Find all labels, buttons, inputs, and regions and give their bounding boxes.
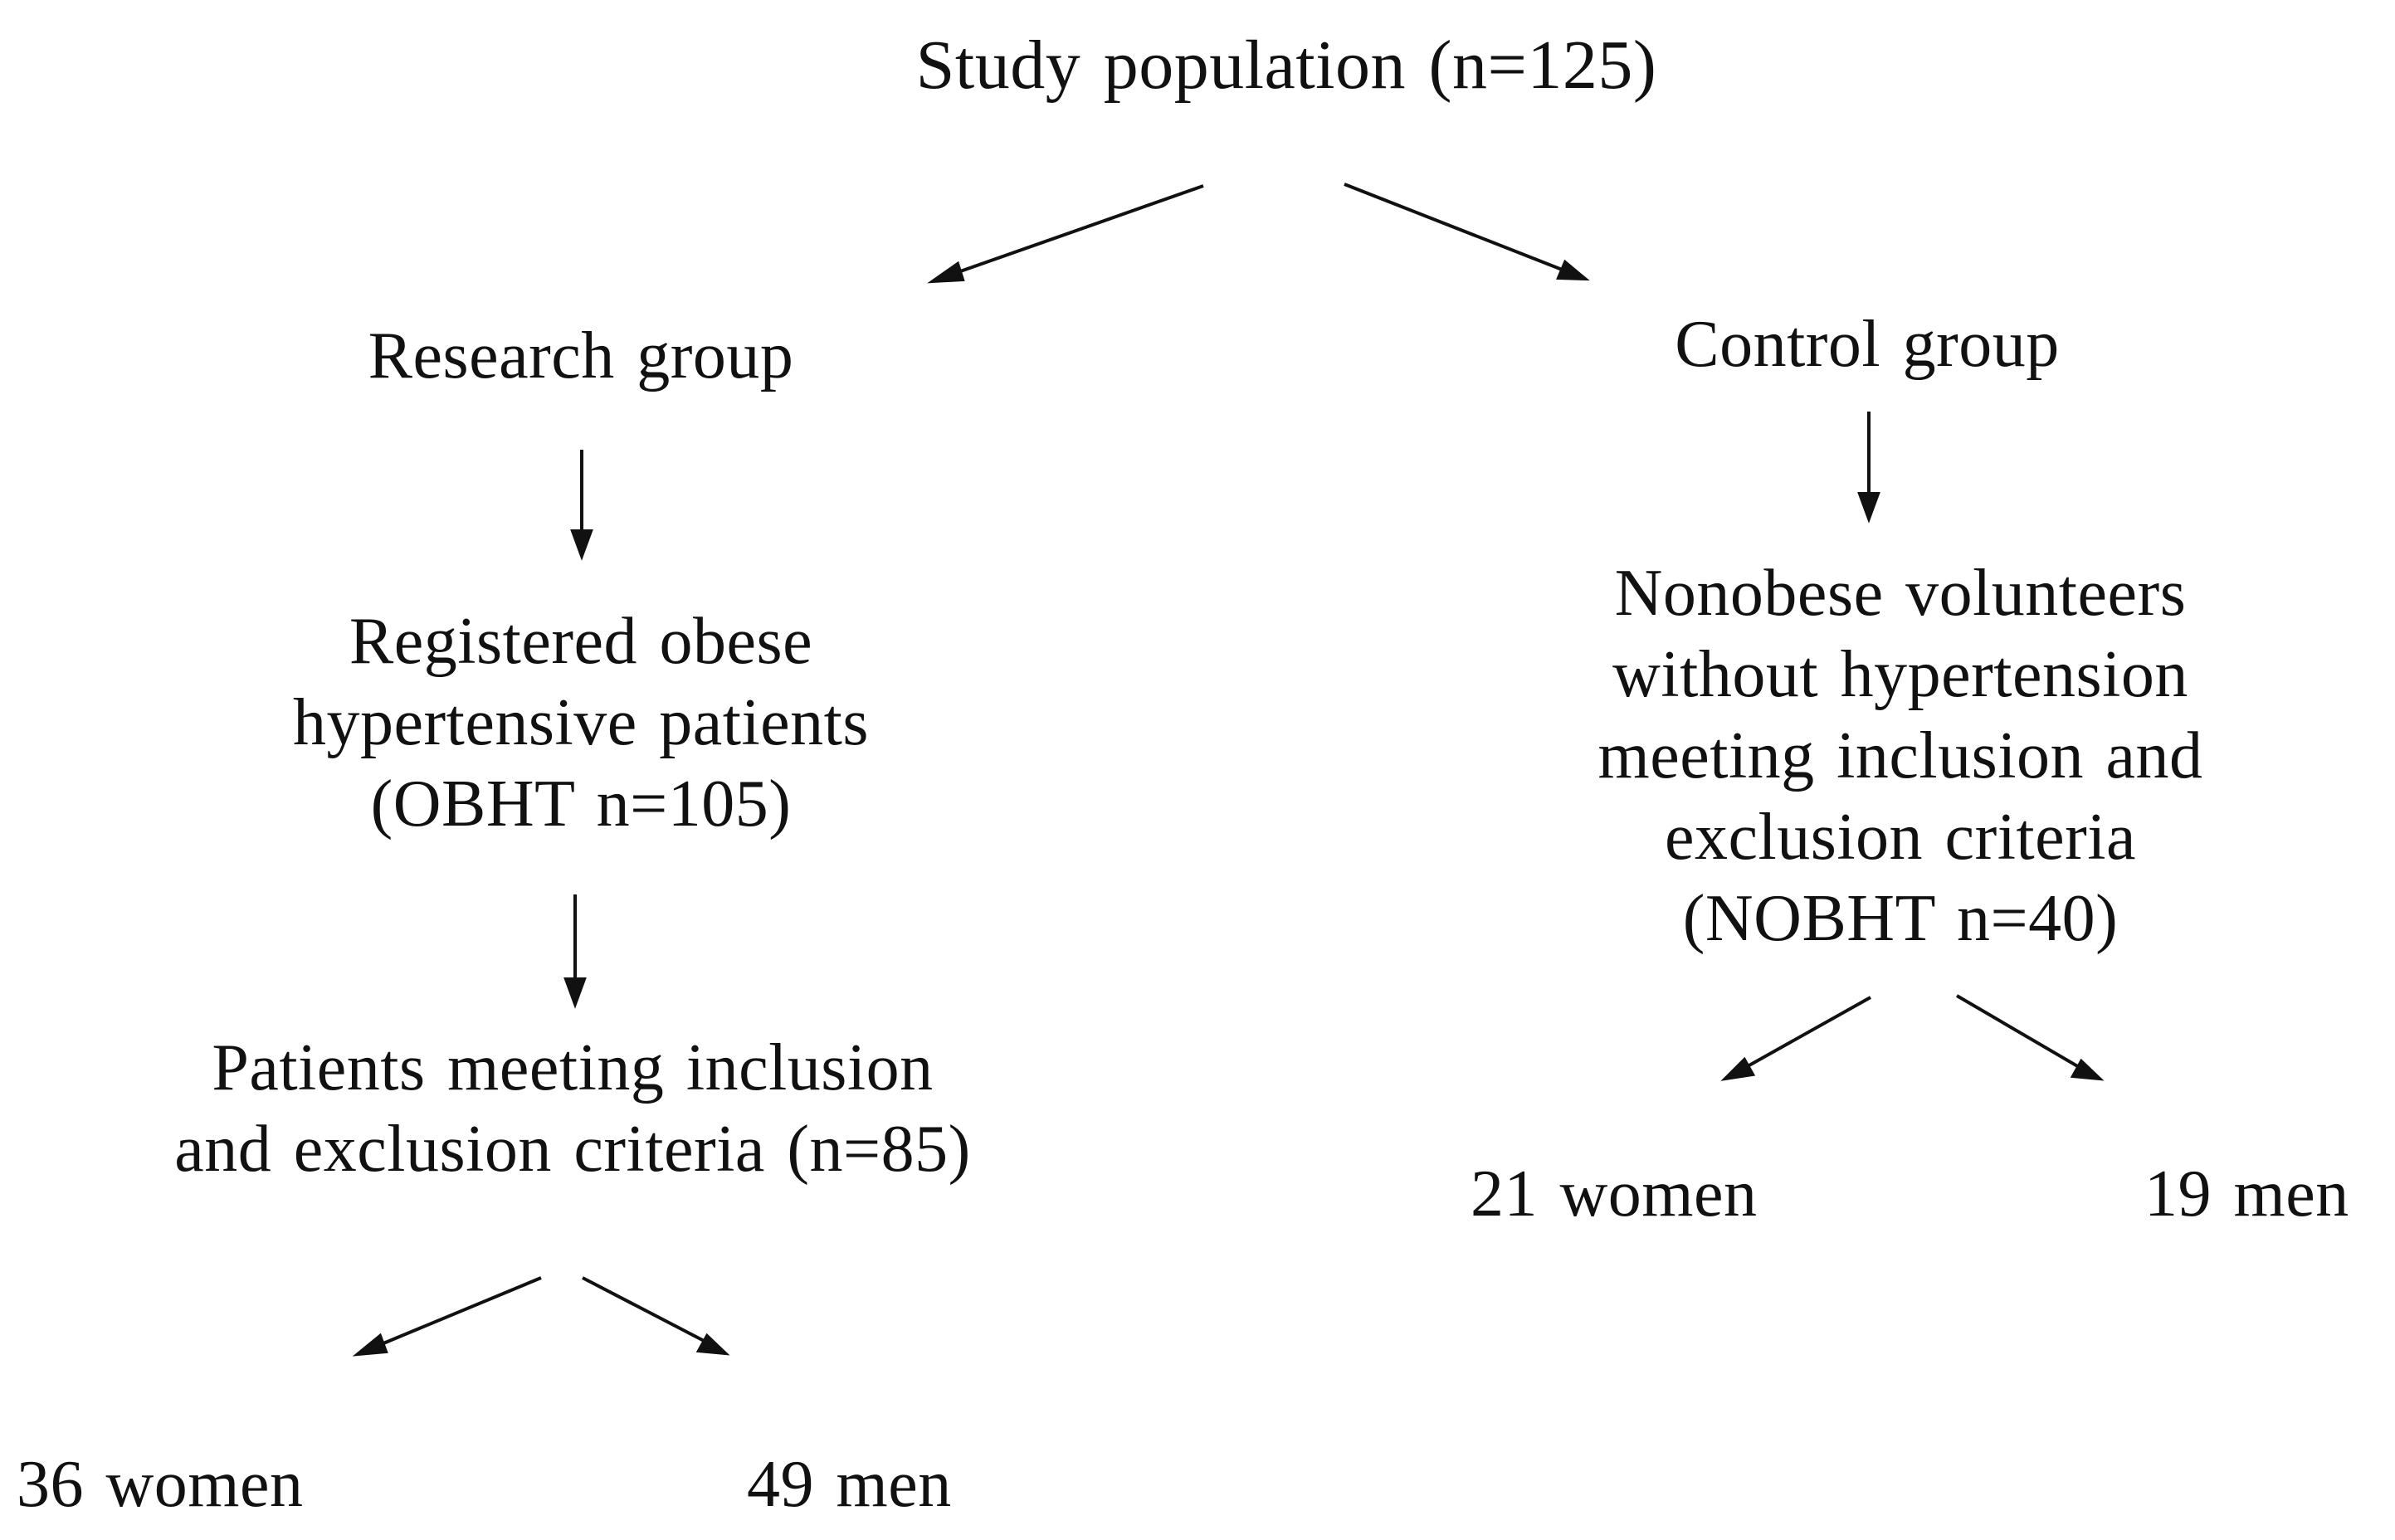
arrow-to-control-group (1344, 183, 1569, 274)
arrowhead-control-group (1556, 259, 1590, 281)
research-women-node: 36 women (17, 1444, 349, 1525)
control-women-node: 21 women (1471, 1153, 1802, 1235)
arrowhead-nonobese-volunteers (1857, 492, 1880, 524)
registered-patients-line-2: hypertensive patients (292, 686, 870, 759)
registered-patients-line-1: Registered obese (349, 605, 813, 678)
arrowhead-control-women (1720, 1056, 1756, 1081)
arrowhead-registered-patients (570, 529, 593, 561)
patients-meeting-line-2: and exclusion criteria (n=85) (174, 1113, 971, 1186)
nonobese-volunteers-line-5: (NOBHT n=40) (1682, 882, 2119, 955)
arrowhead-research-men (695, 1333, 730, 1356)
control-men-node: 19 men (2144, 1153, 2393, 1235)
control-group-label: Control group (1675, 308, 2060, 381)
nonobese-volunteers-line-3: meeting inclusion and (1597, 719, 2203, 792)
registered-patients-node: Registered obese hypertensive patients (… (249, 601, 913, 845)
arrow-to-research-men (582, 1276, 711, 1346)
research-women-label: 36 women (17, 1448, 304, 1521)
research-group-node: Research group (332, 315, 830, 397)
study-population-node: Study population (n=125) (871, 25, 1701, 106)
arrow-to-research-group (948, 184, 1204, 277)
control-men-label: 19 men (2144, 1157, 2349, 1231)
control-group-node: Control group (1618, 304, 2116, 385)
control-women-label: 21 women (1471, 1157, 1758, 1231)
arrow-to-control-men (1955, 994, 2086, 1072)
arrowhead-control-men (2070, 1058, 2105, 1081)
arrowhead-patients-meeting (563, 977, 587, 1009)
arrow-to-research-women (373, 1276, 542, 1349)
arrowhead-research-women (352, 1333, 388, 1357)
registered-patients-line-3: (OBHT n=105) (370, 768, 792, 841)
patients-meeting-criteria-node: Patients meeting inclusion and exclusion… (133, 1027, 1012, 1190)
arrow-to-control-women (1739, 996, 1871, 1072)
nonobese-volunteers-line-2: without hypertension (1612, 638, 2188, 711)
nonobese-volunteers-line-1: Nonobese volunteers (1614, 557, 2187, 630)
arrowhead-research-group (927, 261, 965, 284)
study-population-label: Study population (n=125) (915, 27, 1657, 104)
research-men-node: 49 men (747, 1444, 1079, 1525)
nonobese-volunteers-node: Nonobese volunteers without hypertension… (1527, 553, 2274, 959)
patients-meeting-line-1: Patients meeting inclusion (212, 1031, 934, 1104)
nonobese-volunteers-line-4: exclusion criteria (1664, 801, 2137, 874)
research-group-label: Research group (368, 319, 794, 392)
research-men-label: 49 men (747, 1448, 952, 1521)
